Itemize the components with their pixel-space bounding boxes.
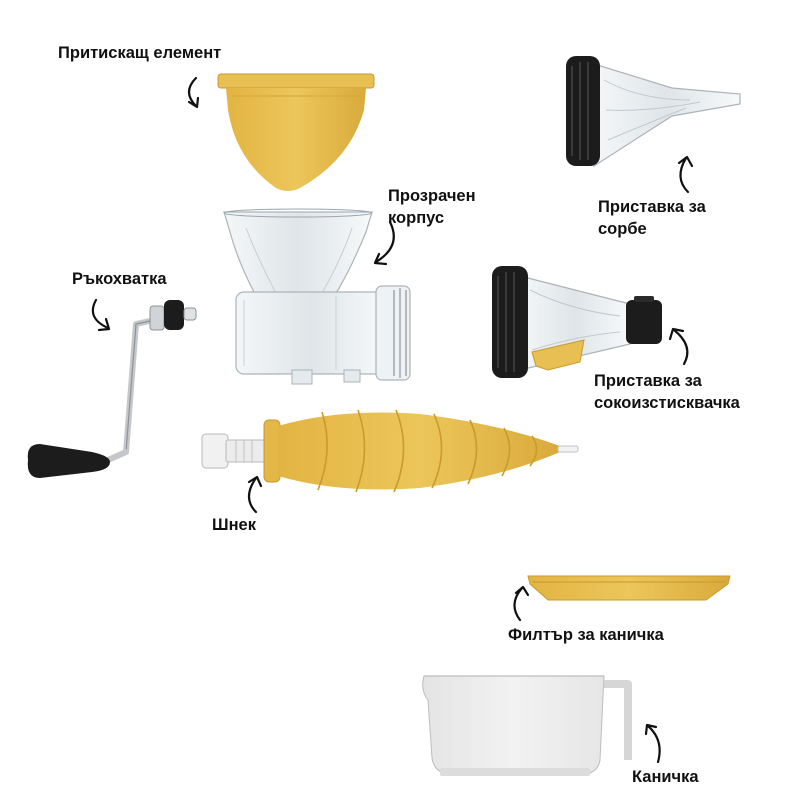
jug-filter-part [527,575,731,601]
curved-arrow-icon [373,220,395,266]
curved-arrow-icon [187,76,200,109]
jug-part [422,675,632,776]
label-jug-filter: Филтър за каничка [508,626,664,644]
curved-arrow-icon [91,298,111,332]
label-jug: Каничка [632,768,699,786]
juicer-attachment-part [492,266,662,378]
label-sorbet-attachment: Приставка за сорбе [598,198,706,238]
curved-arrow-icon [668,327,689,366]
label-handle: Ръкохватка [72,270,167,288]
curved-arrow-icon [644,723,661,764]
handle-part [27,300,197,478]
auger-part [201,409,579,493]
label-juicer-attachment: Приставка за сокоизстисквачка [594,372,740,412]
label-transparent-body: Прозрачен корпус [388,187,476,227]
pusher-part [217,73,375,191]
curved-arrow-icon [247,475,263,514]
label-auger: Шнек [212,516,256,534]
curved-arrow-icon [513,585,530,622]
curved-arrow-icon [677,155,694,194]
sorbet-attachment-part [566,56,741,168]
transparent-body-part [223,208,411,385]
label-pusher: Притискащ елемент [58,44,222,62]
